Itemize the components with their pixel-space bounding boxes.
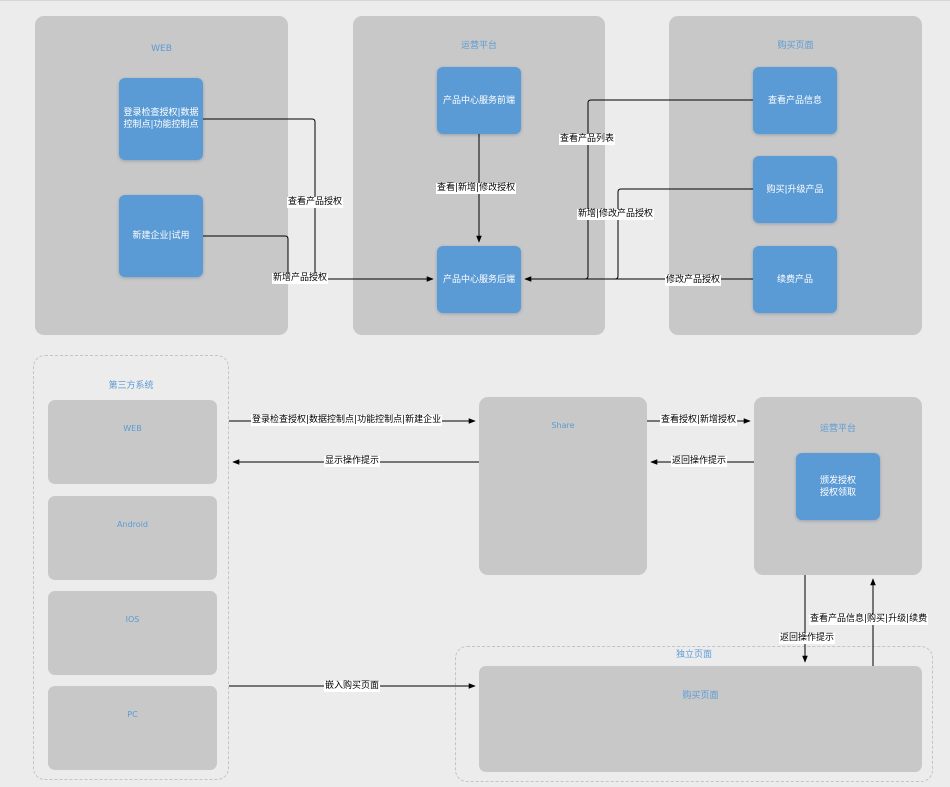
third-party-ios[interactable]: IOS: [48, 591, 217, 675]
top-border: [0, 0, 950, 1]
node-product-center-frontend[interactable]: 产品中心服务前端: [437, 67, 521, 134]
group-third-party-title: 第三方系统: [108, 381, 154, 391]
node-issue-claim-auth[interactable]: 颁发授权 授权领取: [796, 453, 880, 520]
purchase-page-panel-title: 购买页面: [682, 691, 719, 701]
third-party-pc[interactable]: PC: [48, 686, 217, 770]
label-add-modify-auth: 新增|修改产品授权: [577, 209, 655, 220]
node-claim-auth-line: 授权领取: [819, 487, 856, 498]
purchase-page-panel[interactable]: 购买页面: [479, 666, 922, 772]
group-standalone-title: 独立页面: [675, 650, 712, 660]
group-third-party-system: 第三方系统: [33, 355, 229, 780]
node-view-product-info[interactable]: 查看产品信息: [753, 67, 837, 134]
node-login-check-auth[interactable]: 登录检查授权|数据控制点|功能控制点: [119, 78, 203, 160]
label-add-product-auth: 新增产品授权: [272, 273, 329, 284]
label-page-to-ops: 查看产品信息|购买|升级|续费: [809, 614, 929, 625]
label-modify-auth: 修改产品授权: [665, 275, 722, 286]
third-party-ios-label: IOS: [125, 615, 140, 624]
label-view-product-auth: 查看产品授权: [287, 197, 344, 208]
label-view-product-list: 查看产品列表: [559, 134, 616, 145]
third-party-android[interactable]: Android: [48, 496, 217, 580]
node-issue-auth-line: 颁发授权: [819, 475, 856, 486]
third-party-web[interactable]: WEB: [48, 400, 217, 484]
node-product-center-backend[interactable]: 产品中心服务后端: [437, 246, 521, 313]
third-party-web-label: WEB: [123, 424, 142, 433]
group-share: Share: [479, 397, 647, 575]
label-share-to-ops: 查看授权|新增授权: [660, 415, 738, 426]
label-embed-purchase-page: 嵌入购买页面: [324, 681, 381, 692]
label-frontend-to-backend: 查看|新增|修改授权: [436, 183, 517, 194]
label-ops-to-share: 返回操作提示: [671, 456, 728, 467]
group-web: WEB: [35, 16, 288, 335]
node-create-enterprise[interactable]: 新建企业|试用: [119, 195, 203, 277]
group-ops-bottom-title: 运营平台: [819, 424, 856, 434]
group-standalone-page: 独立页面: [455, 646, 933, 782]
label-show-operation-tip: 显示操作提示: [324, 456, 381, 467]
node-renew-product[interactable]: 续费产品: [753, 246, 837, 313]
group-share-title: Share: [551, 421, 575, 430]
third-party-android-label: Android: [117, 520, 148, 529]
node-buy-upgrade-product[interactable]: 购买|升级产品: [753, 156, 837, 223]
group-purchase-title: 购买页面: [777, 41, 814, 51]
third-party-pc-label: PC: [127, 710, 138, 719]
label-ops-return-tip: 返回操作提示: [779, 633, 836, 644]
group-web-title: WEB: [151, 44, 172, 54]
group-ops-title: 运营平台: [460, 41, 497, 51]
label-third-party-to-share: 登录检查授权|数据控制点|功能控制点|新建企业: [251, 415, 443, 426]
